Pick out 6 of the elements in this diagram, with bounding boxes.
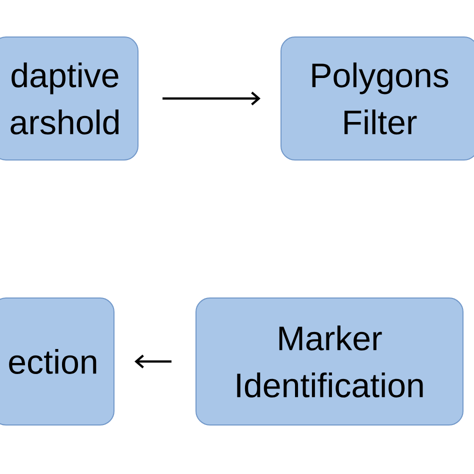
process-box: daptive arshold [0, 36, 138, 160]
arrow [134, 354, 172, 368]
process-box: Polygons Filter [280, 36, 474, 160]
arrow [162, 92, 260, 106]
process-box: Marker Identification [196, 298, 464, 426]
process-box: ection [0, 298, 114, 426]
